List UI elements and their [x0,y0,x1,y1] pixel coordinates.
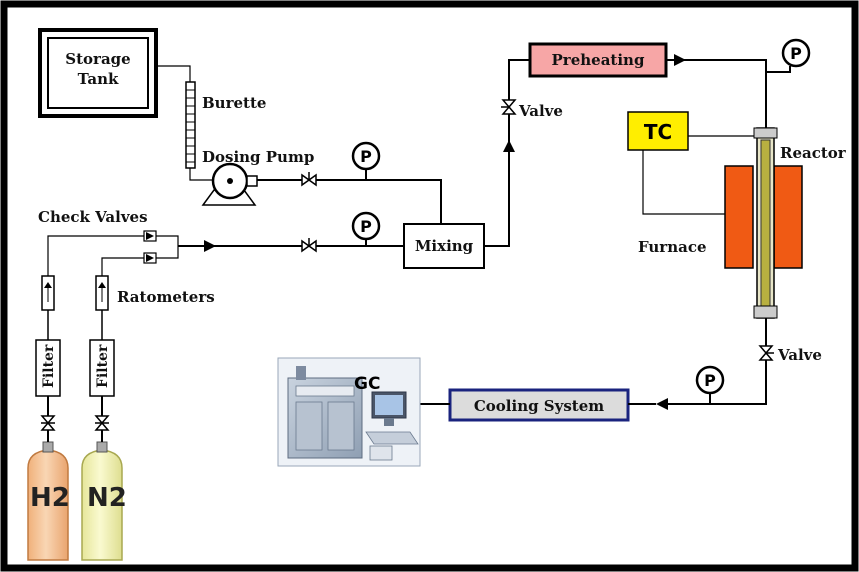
outlet-pressure-gauge-icon: P [695,365,725,395]
valve-bottom-label: Valve [777,346,822,364]
tc-label: TC [644,120,672,144]
check-valve-n2-icon [143,252,157,264]
reactor-tube [753,127,778,319]
tank-to-burette-pipe [156,65,191,82]
cooling-system: Cooling System [448,388,630,422]
dosing-pump-icon [201,162,258,206]
burette [185,81,196,169]
preheat-valve-icon [501,99,517,115]
preheat-out-arrow-icon [674,54,686,66]
h2-gas-line [47,235,144,276]
outlet-flow-arrow-icon [656,398,668,410]
h2-filter-label: Filter [41,344,57,388]
gc-label: GC [354,374,380,394]
preheating-to-reactor-pipe [666,59,767,128]
tc-controller: TC [627,111,689,151]
gas-line-valve-icon [301,238,317,253]
cooling-system-label: Cooling System [474,397,604,415]
h2-filter: Filter [35,339,61,397]
gauge-label: P [360,147,372,166]
gauge-label: P [790,44,802,63]
n2-filter-label: Filter [95,344,111,388]
ratometers-label: Ratometers [117,288,215,306]
pump-line-pressure-gauge-icon: P [351,141,381,171]
n2-cylinder-valve-icon [94,396,110,442]
furnace-left [724,165,754,269]
n2-label: N2 [87,483,127,513]
top-pressure-gauge-icon: P [781,38,811,68]
h2-label: H2 [30,483,70,513]
burette-to-pump-pipe [189,168,212,181]
outlet-valve-icon [758,345,774,361]
gas-flow-arrow-icon [204,240,216,252]
up-flow-arrow-icon [503,140,515,152]
top-gauge-tap [766,66,791,73]
valve-top-label: Valve [518,102,563,120]
gc-instrument-icon [277,357,421,467]
dosing-pump-label: Dosing Pump [202,148,314,166]
n2-cylinder-icon: N2 [81,441,127,561]
mixing-unit: Mixing [403,223,485,269]
check-valves-merge [156,235,179,259]
gauge-label: P [360,217,372,236]
preheating-unit: Preheating [528,42,668,78]
storage-tank: Storage Tank [38,28,158,118]
storage-tank-label-1: Storage [65,50,130,68]
check-valve-h2-icon [143,230,157,242]
h2-cylinder-icon: H2 [27,441,70,561]
check-valves-label: Check Valves [38,208,148,226]
mixing-label: Mixing [415,237,474,255]
preheating-label: Preheating [552,51,645,69]
furnace-label: Furnace [638,238,707,256]
furnace-right [773,165,803,269]
pump-line-valve-icon [301,172,317,187]
gas-line-pressure-gauge-icon: P [351,211,381,241]
reactor-label: Reactor [780,144,847,162]
n2-ratometer-icon [95,275,109,311]
n2-filter: Filter [89,339,115,397]
tc-to-furnace-wire [642,150,748,215]
h2-cylinder-valve-icon [40,396,56,442]
burette-label: Burette [202,94,266,112]
storage-tank-label-2: Tank [78,70,119,88]
pump-to-mixing-pipe [257,179,442,224]
h2-ratometer-icon [41,275,55,311]
mixing-to-preheating-pipe [484,59,530,247]
gauge-label: P [704,371,716,390]
n2-gas-line [101,257,144,276]
